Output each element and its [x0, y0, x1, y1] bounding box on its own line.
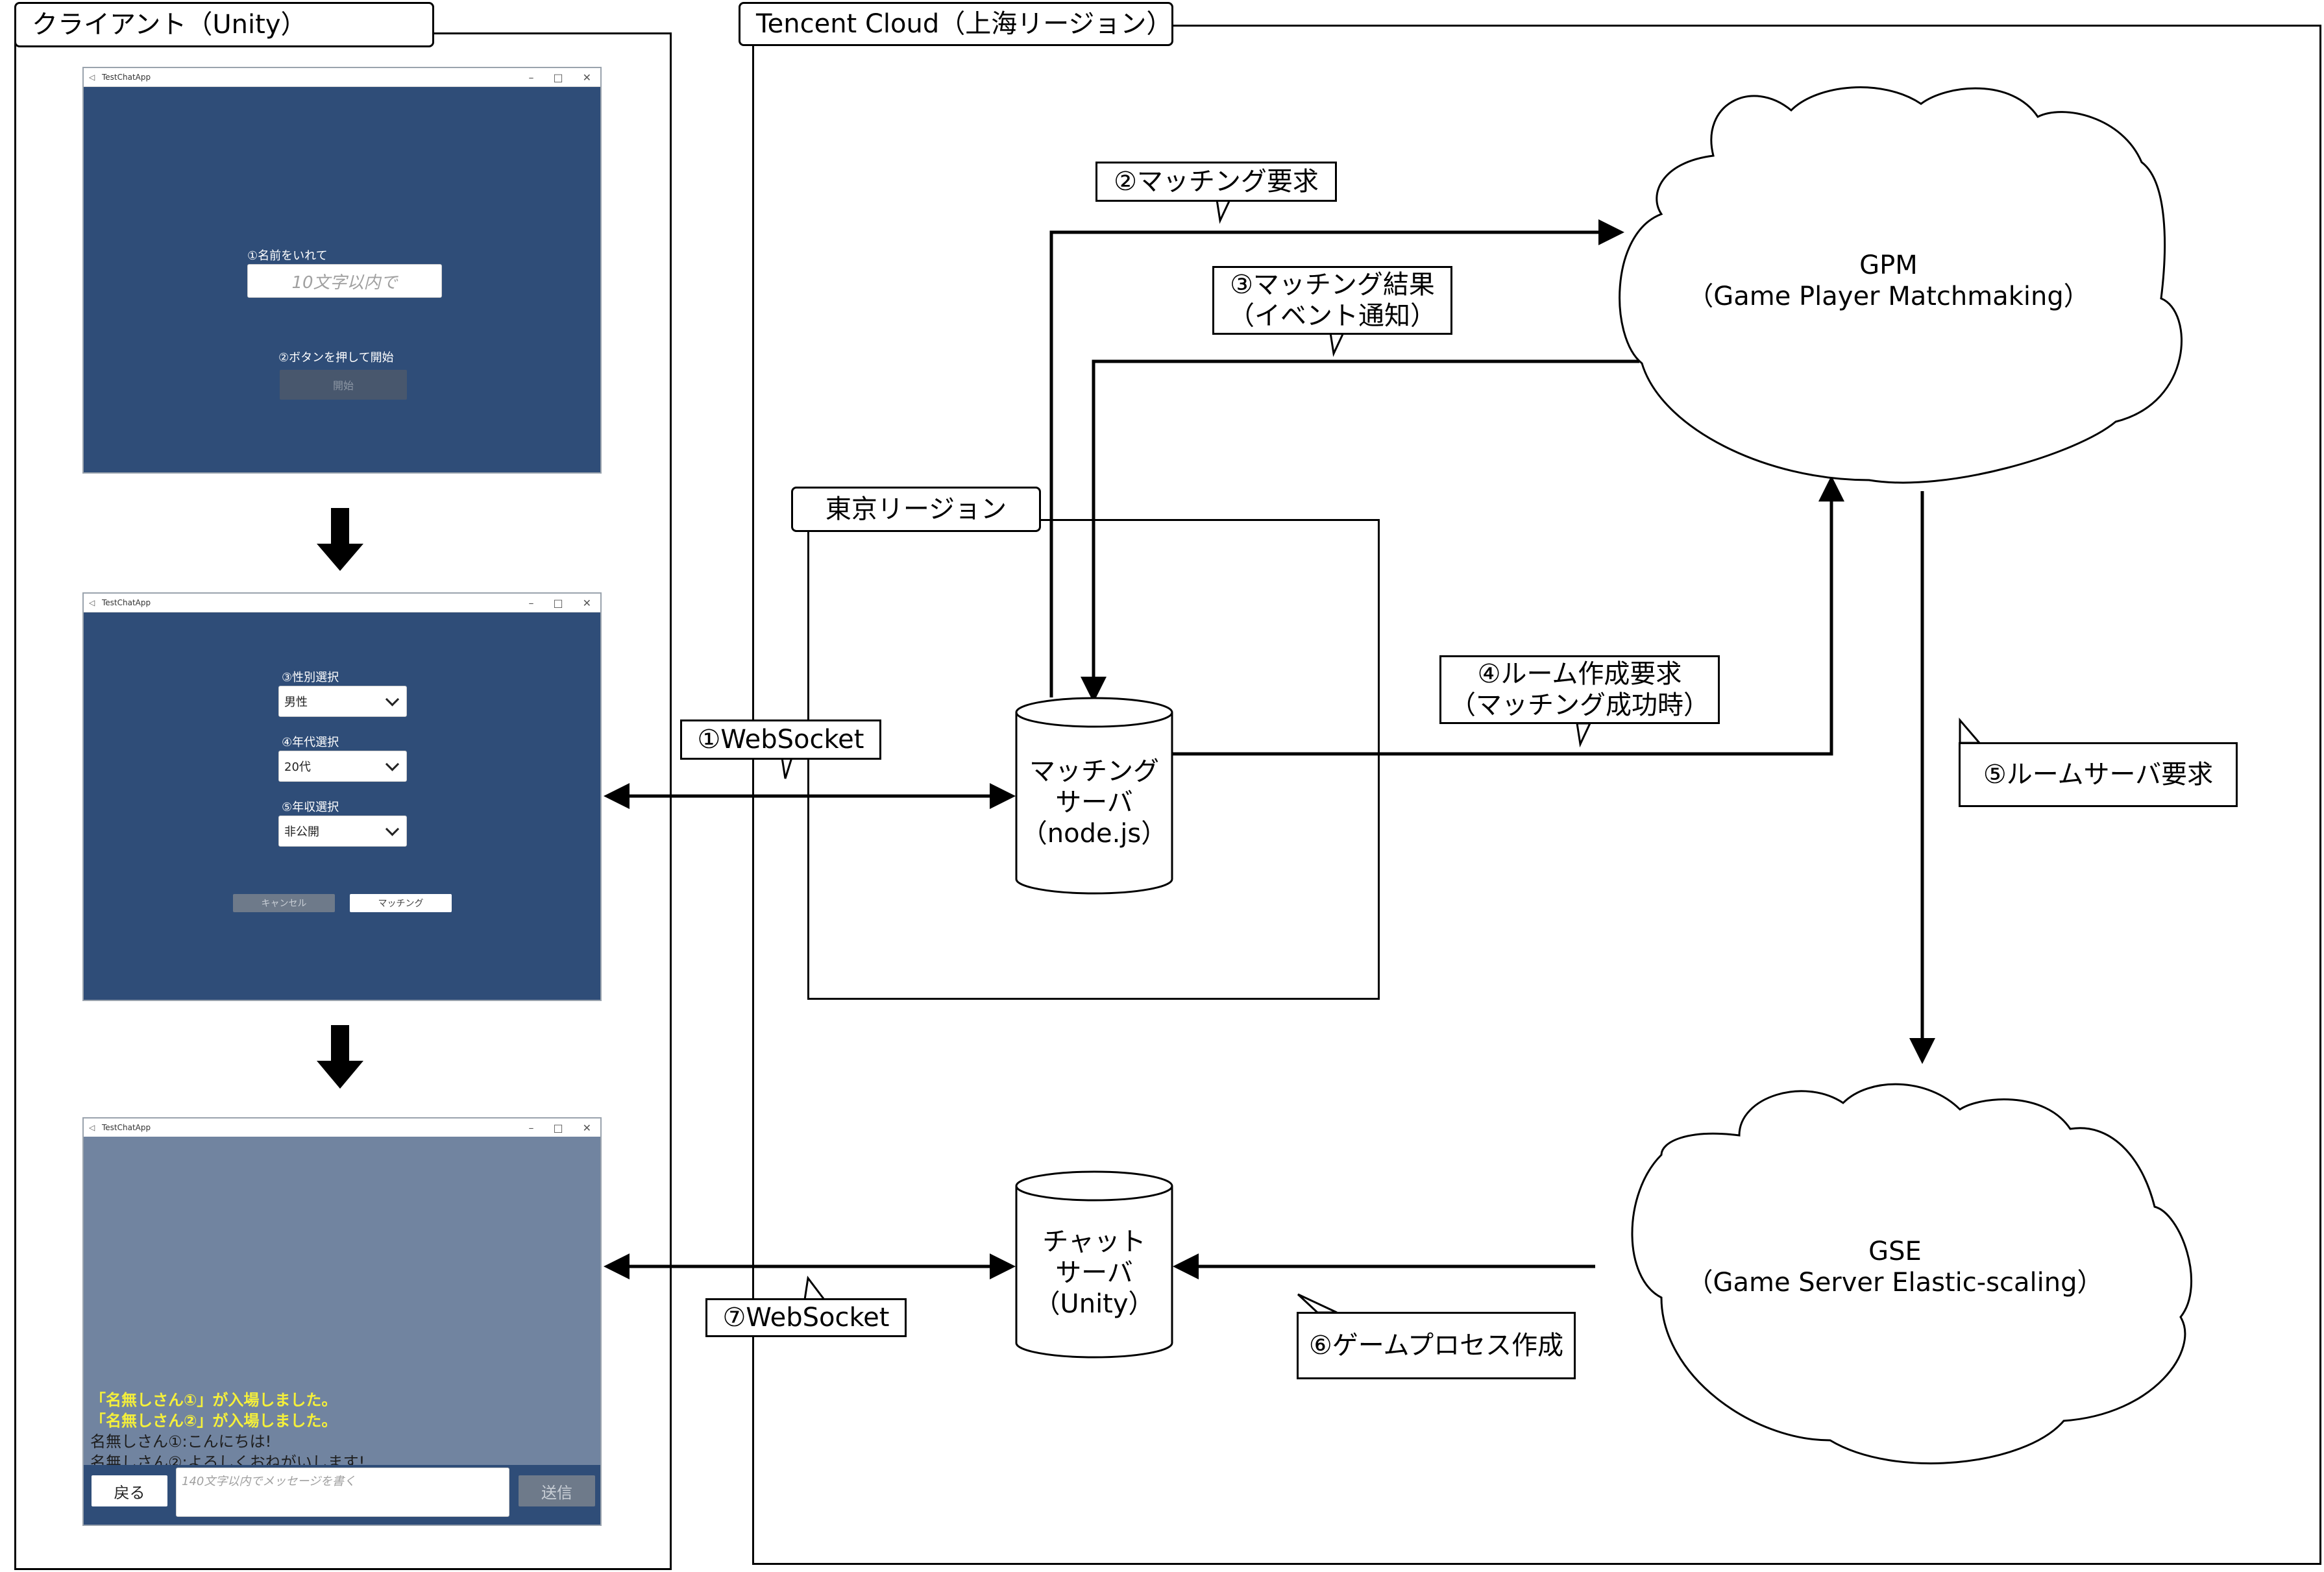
close-icon[interactable]: ✕ [582, 71, 591, 84]
edge-label-game-process: ⑥ゲームプロセス作成 [1297, 1312, 1576, 1379]
income-label: ⑤年収選択 [282, 801, 339, 814]
gse-cloud [1631, 1083, 2192, 1464]
callout-pointer [1216, 199, 1232, 224]
gender-select[interactable]: 男性 [278, 686, 407, 717]
app-window-matching: ◁ TestChatApp – □ ✕ ③性別選択 男性 ④年代選択 20代 ⑤年収… [82, 592, 602, 1001]
cloud-panel-title: Tencent Cloud（上海リージョン） [739, 2, 1173, 46]
callout-pointer [1329, 332, 1345, 357]
start-label: ②ボタンを押して開始 [278, 351, 394, 365]
unity-icon: ◁ [89, 1123, 95, 1132]
minimize-icon[interactable]: – [528, 1121, 534, 1134]
app-window-login: ◁ TestChatApp – □ ✕ ①名前をいれて 10文字以内で ②ボタンを押… [82, 67, 602, 474]
client-panel-title: クライアント（Unity） [14, 2, 434, 47]
edge-label-websocket-1: ①WebSocket [680, 719, 881, 760]
callout-pointer [803, 1276, 827, 1301]
callout-pointer [781, 756, 794, 779]
down-arrow-icon [317, 1025, 363, 1089]
edge-label-websocket-7: ⑦WebSocket [705, 1298, 907, 1337]
cancel-button[interactable]: キャンセル [233, 894, 335, 912]
gender-select-value: 男性 [284, 695, 308, 709]
name-label: ①名前をいれて [247, 249, 328, 263]
gse-label: GSE （Game Server Elastic-scaling） [1687, 1237, 2103, 1298]
edge-label-matching-request: ②マッチング要求 [1095, 162, 1337, 202]
send-button[interactable]: 送信 [519, 1475, 595, 1506]
chat-message: 「名無しさん②」が入場しました。 [90, 1412, 337, 1430]
window-titlebar: ◁ TestChatApp – □ ✕ [84, 1119, 600, 1137]
start-button[interactable]: 開始 [280, 370, 407, 400]
maximize-icon[interactable]: □ [553, 71, 563, 84]
window-title: TestChatApp [102, 73, 151, 82]
window-titlebar: ◁ TestChatApp – □ ✕ [84, 594, 600, 612]
chat-message: 「名無しさん①」が入場しました。 [90, 1391, 337, 1409]
age-select-value: 20代 [284, 760, 311, 774]
age-select[interactable]: 20代 [278, 751, 407, 782]
callout-pointer [1576, 722, 1592, 748]
callout-pointer [1959, 717, 1982, 744]
unity-icon: ◁ [89, 73, 95, 82]
maximize-icon[interactable]: □ [553, 596, 563, 609]
edge-label-room-server-request: ⑤ルームサーバ要求 [1959, 742, 2238, 807]
edge-matching-request [1049, 219, 1624, 697]
chat-input-bar: 戻る 140文字以内でメッセージを書く 送信 [84, 1465, 600, 1525]
edge-room-request [1171, 476, 1844, 756]
tokyo-region-title: 東京リージョン [791, 487, 1041, 532]
close-icon[interactable]: ✕ [582, 596, 591, 609]
matching-button[interactable]: マッチング [350, 894, 452, 912]
edge-label-matching-result: ③マッチング結果 （イベント通知） [1212, 266, 1452, 335]
edge-matching-result [1081, 359, 1639, 703]
matching-server-label: マッチング サーバ （node.js） [1021, 756, 1168, 849]
minimize-icon[interactable]: – [528, 71, 534, 84]
window-titlebar: ◁ TestChatApp – □ ✕ [84, 68, 600, 87]
message-input[interactable]: 140文字以内でメッセージを書く [176, 1468, 509, 1517]
edge-label-room-request: ④ルーム作成要求 （マッチング成功時） [1439, 655, 1720, 724]
name-input[interactable]: 10文字以内で [247, 264, 442, 298]
down-arrow-icon [317, 508, 363, 571]
chat-server-cylinder [1015, 1170, 1173, 1359]
chat-message: 名無しさん①:こんにちは! [90, 1433, 272, 1451]
window-title: TestChatApp [102, 1123, 151, 1132]
age-label: ④年代選択 [282, 736, 339, 749]
income-select[interactable]: 非公開 [278, 816, 407, 847]
app-window-chat: ◁ TestChatApp – □ ✕ 「名無しさん①」が入場しました。 「名無しさ… [82, 1117, 602, 1526]
gender-label: ③性別選択 [282, 671, 339, 684]
maximize-icon[interactable]: □ [553, 1121, 563, 1134]
gpm-label: GPM （Game Player Matchmaking） [1687, 250, 2090, 311]
minimize-icon[interactable]: – [528, 596, 534, 609]
matching-server-cylinder [1015, 697, 1173, 895]
chat-server-label: チャット サーバ （Unity） [1034, 1227, 1155, 1319]
callout-pointer [1297, 1293, 1338, 1314]
income-select-value: 非公開 [284, 825, 319, 839]
back-button[interactable]: 戻る [92, 1475, 167, 1506]
unity-icon: ◁ [89, 598, 95, 607]
gpm-cloud [1619, 86, 2183, 484]
window-title: TestChatApp [102, 598, 151, 607]
close-icon[interactable]: ✕ [582, 1121, 591, 1134]
